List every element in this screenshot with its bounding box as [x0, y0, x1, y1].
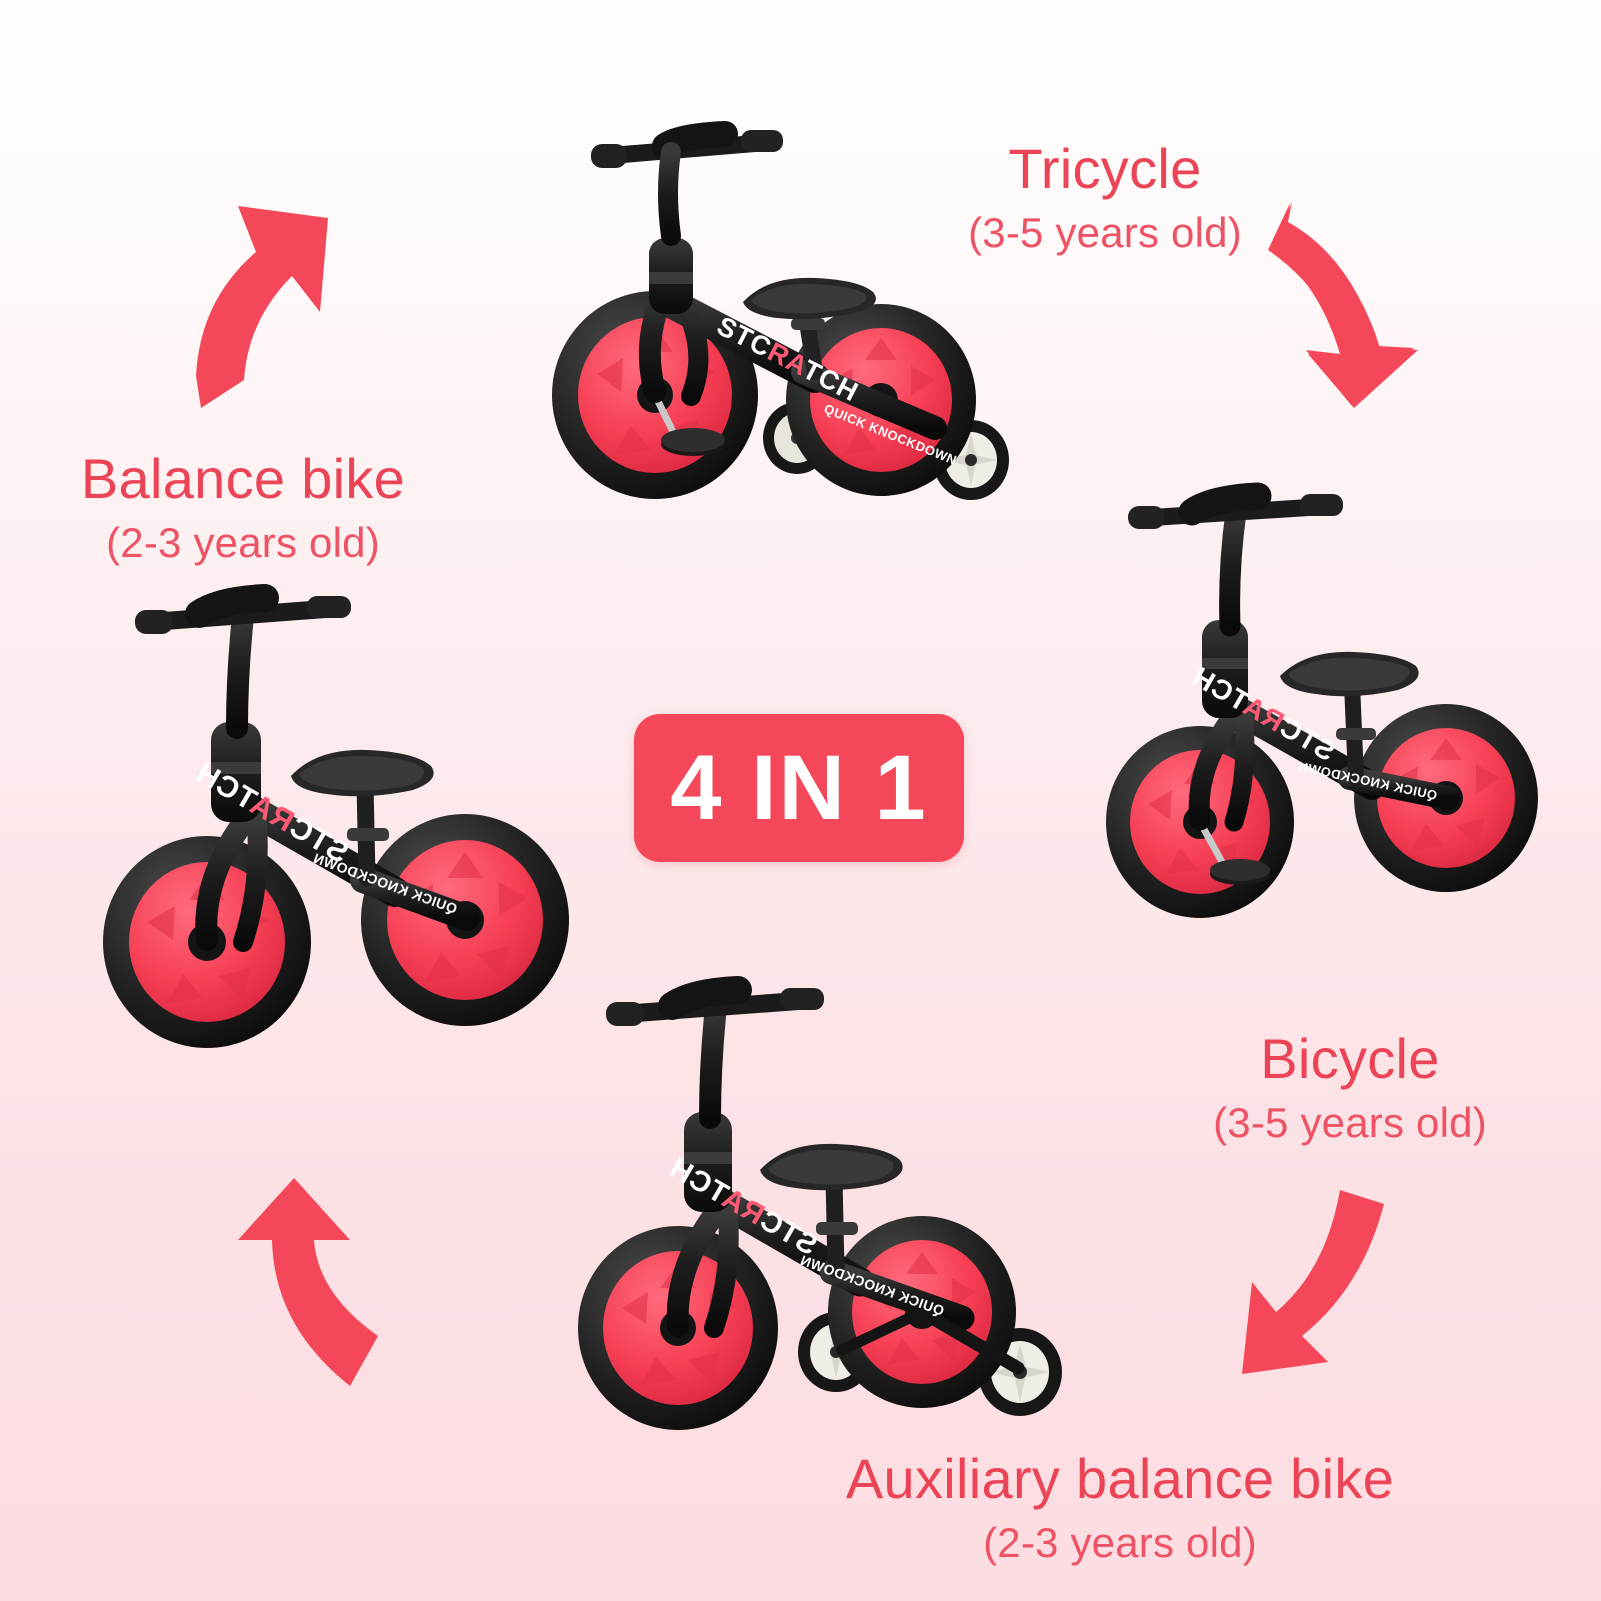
- label-auxiliary-title: Auxiliary balance bike: [845, 1447, 1395, 1510]
- arrow-top-left-up-right: [160, 180, 390, 410]
- label-tricycle-age: (3-5 years old): [968, 208, 1242, 256]
- label-bicycle-title: Bicycle: [1260, 1027, 1440, 1090]
- label-auxiliary-age: (2-3 years old): [983, 1518, 1257, 1566]
- label-auxiliary-balance-bike: Auxiliary balance bike (2-3 years old): [800, 1447, 1440, 1566]
- bike-balance: STCRATCH QUICK KNOCKDOWN: [95, 570, 575, 1050]
- bike-auxiliary: STCRATCH QUICK KNOCKDOWN: [570, 960, 1090, 1430]
- label-tricycle: Tricycle (3-5 years old): [940, 137, 1270, 256]
- label-balance-bike-title: Balance bike: [80, 447, 406, 510]
- bike-bicycle: STCRATCH QUICK KNOCKDOWN: [1080, 470, 1540, 920]
- label-bicycle-age: (3-5 years old): [1213, 1098, 1487, 1146]
- label-tricycle-title: Tricycle: [1008, 137, 1202, 200]
- frame: [1188, 501, 1460, 832]
- label-balance-bike: Balance bike (2-3 years old): [58, 447, 428, 566]
- saddle: [291, 749, 434, 797]
- saddle: [1280, 651, 1419, 697]
- handlebar: [1128, 482, 1343, 529]
- badge-label: 4 IN 1: [670, 737, 928, 839]
- frame: [195, 605, 480, 952]
- frame: [666, 995, 1025, 1375]
- handlebar: [606, 976, 824, 1026]
- label-balance-bike-age: (2-3 years old): [106, 518, 380, 566]
- arrow-bottom-left-up: [208, 1148, 433, 1413]
- four-in-one-badge: 4 IN 1: [634, 714, 964, 862]
- label-bicycle: Bicycle (3-5 years old): [1185, 1027, 1515, 1146]
- bike-tricycle: STCRATCH QUICK KNOCKDOWN: [515, 60, 1035, 520]
- handlebar: [135, 584, 351, 634]
- pedal-crank: [651, 391, 725, 456]
- saddle: [743, 277, 876, 320]
- saddle: [760, 1143, 903, 1191]
- arrow-bottom-right-down-left: [1180, 1178, 1405, 1383]
- handlebar: [591, 121, 783, 246]
